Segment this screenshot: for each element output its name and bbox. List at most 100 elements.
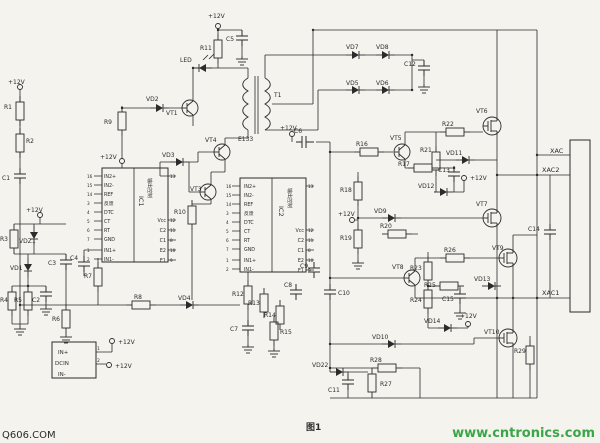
c11-symbol xyxy=(341,373,355,391)
ground-symbol xyxy=(13,325,27,336)
label-R14: R14 xyxy=(264,312,276,319)
ground-symbol xyxy=(235,55,249,66)
label-IN+: IN+ xyxy=(58,350,69,356)
wires-driver-and-transformer-section xyxy=(121,29,346,300)
label-+12V: +12V xyxy=(8,79,26,86)
label-VD12: VD12 xyxy=(418,183,435,190)
r7-symbol xyxy=(93,261,103,293)
label-C7: C7 xyxy=(230,326,238,333)
label-4: 4 xyxy=(87,210,90,215)
label-输出控制: 输出控制 xyxy=(146,178,153,198)
vt7-symbol xyxy=(482,208,502,228)
power-node xyxy=(119,158,125,164)
label-C2: C2 xyxy=(32,297,40,304)
dcin-connector xyxy=(51,341,97,379)
c10-symbol xyxy=(323,283,337,301)
label-R13: R13 xyxy=(248,300,260,307)
r28-symbol xyxy=(371,363,403,373)
vd8-symbol xyxy=(375,50,396,60)
wire-layer xyxy=(11,28,570,399)
r3-symbol xyxy=(9,223,19,255)
label-VD22: VD22 xyxy=(312,362,329,369)
vd5-symbol xyxy=(345,85,366,95)
label-反馈: 反馈 xyxy=(104,200,114,207)
vd7-symbol xyxy=(345,50,366,60)
label-C9: C9 xyxy=(300,263,308,270)
power-node xyxy=(461,175,467,181)
c6-symbol xyxy=(295,135,315,149)
label-RT: RT xyxy=(104,228,110,234)
label-VT1: VT1 xyxy=(166,110,178,117)
label-R22: R22 xyxy=(442,121,454,128)
label-13: 13 xyxy=(170,174,176,179)
label-VD2: VD2 xyxy=(146,96,159,103)
label-VD5: VD5 xyxy=(346,80,359,87)
ground-symbol xyxy=(417,83,431,94)
label-+12V: +12V xyxy=(280,125,298,132)
r14-symbol xyxy=(275,299,285,331)
label-R12: R12 xyxy=(232,291,244,298)
label-3: 3 xyxy=(87,201,90,206)
r29-symbol xyxy=(525,339,535,371)
r9-symbol xyxy=(117,105,127,137)
label-C4: C4 xyxy=(70,255,78,262)
label-+12V: +12V xyxy=(115,363,133,370)
label-R19: R19 xyxy=(340,235,352,242)
label-9: 9 xyxy=(308,268,311,273)
label-+12V: +12V xyxy=(208,13,226,20)
label-DCIN: DCIN xyxy=(55,361,69,367)
c7-symbol xyxy=(241,319,255,337)
label-C13: C13 xyxy=(438,167,450,174)
label-VD7: VD7 xyxy=(346,44,359,51)
label-DTC: DTC xyxy=(104,210,114,216)
label-R23: R23 xyxy=(410,265,422,272)
label-VD4: VD4 xyxy=(178,295,191,302)
label-R3: R3 xyxy=(0,236,8,243)
r20-symbol xyxy=(381,229,413,239)
r26-symbol xyxy=(439,253,471,263)
label-R16: R16 xyxy=(356,141,368,148)
vd12-symbol xyxy=(433,187,454,197)
vd3-symbol xyxy=(169,157,190,167)
label-4: 4 xyxy=(226,220,229,225)
ic2-designator: IC2 xyxy=(277,206,285,217)
watermark-left: Q606.COM xyxy=(2,430,56,441)
label-+12V: +12V xyxy=(26,207,44,214)
label-IN-: IN- xyxy=(58,372,66,378)
vd22-symbol xyxy=(329,367,350,377)
ground-symbol xyxy=(351,259,365,270)
r10-symbol xyxy=(187,199,197,231)
label-+12V: +12V xyxy=(338,211,356,218)
label-R5: R5 xyxy=(14,297,22,304)
label-8: 8 xyxy=(170,238,173,243)
r22-symbol xyxy=(439,127,471,137)
label-VD1: VD1 xyxy=(10,265,23,272)
label-10: 10 xyxy=(170,248,176,253)
label-C8: C8 xyxy=(284,282,292,289)
label-+12V: +12V xyxy=(100,154,118,161)
ic-pin-stubs xyxy=(94,175,314,271)
label-2: 2 xyxy=(226,267,229,272)
power-node xyxy=(465,321,471,327)
label-XAC: XAC xyxy=(550,147,564,155)
label-1: 1 xyxy=(97,346,100,352)
label-R15: R15 xyxy=(280,329,292,336)
label-IN2-: IN2- xyxy=(244,193,254,199)
label-7: 7 xyxy=(226,247,229,252)
label-R17: R17 xyxy=(398,161,410,168)
label-VD11: VD11 xyxy=(446,150,463,157)
label-15: 15 xyxy=(87,183,93,188)
label-13: 13 xyxy=(308,184,314,189)
label-Vcc: Vcc xyxy=(295,228,304,234)
label-2: 2 xyxy=(97,358,100,364)
label-R28: R28 xyxy=(370,357,382,364)
led-symbol xyxy=(192,63,213,73)
label-LED: LED xyxy=(180,57,192,64)
label-CT: CT xyxy=(104,219,110,225)
label-C2: C2 xyxy=(160,228,166,234)
c2-symbol xyxy=(39,285,53,303)
ground-symbol xyxy=(241,343,255,354)
power-node xyxy=(215,23,221,29)
label-C6: C6 xyxy=(294,128,302,135)
ic1-body xyxy=(101,167,169,263)
